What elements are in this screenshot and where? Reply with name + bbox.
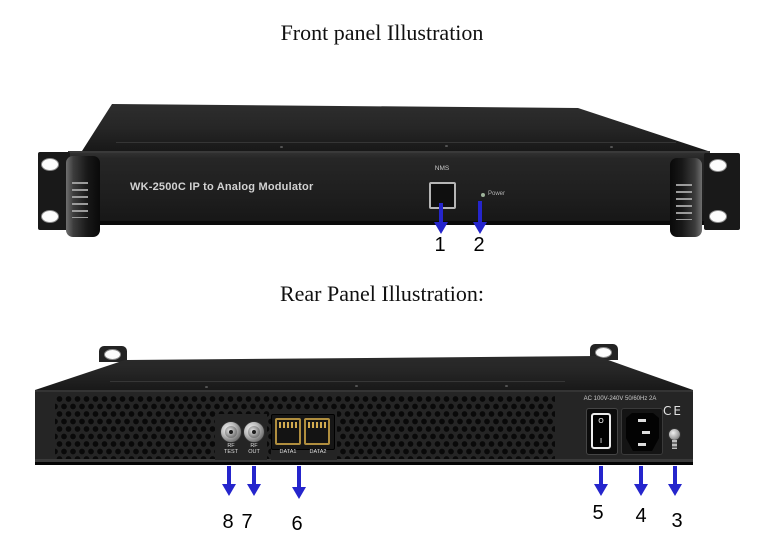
callout-arrow-4 xyxy=(639,466,643,485)
face-edge-shadow xyxy=(35,462,693,465)
handle-vent-slots xyxy=(676,184,692,220)
power-led xyxy=(481,193,485,197)
front-panel-illustration: WK-2500C IP to Analog Modulator NMS Powe… xyxy=(36,100,742,242)
power-rating-label: AC 100V-240V 50/60Hz 2A xyxy=(583,396,657,402)
front-right-rack-ear xyxy=(704,153,740,230)
switch-on-label: I xyxy=(599,437,603,445)
nms-port-label: NMS xyxy=(434,165,450,172)
callout-number-7: 7 xyxy=(241,511,253,533)
data-port-block xyxy=(271,414,335,450)
callout-number-2: 2 xyxy=(473,234,485,256)
lid-screw xyxy=(280,146,283,148)
rf-out-connector xyxy=(243,421,265,443)
lid-screw xyxy=(445,145,448,147)
rear-panel-face: RF TEST RF OUT DATA1 DATA2 AC 100V-240V … xyxy=(35,390,693,465)
bnc-pin xyxy=(229,430,233,434)
callout-arrow-7 xyxy=(252,466,256,485)
front-left-handle xyxy=(66,156,100,237)
callout-number-8: 8 xyxy=(222,511,234,533)
lid-screw xyxy=(610,146,613,148)
callout-arrowhead-6 xyxy=(292,487,306,499)
rf-test-label: RF TEST xyxy=(216,443,246,455)
callout-arrow-2 xyxy=(478,201,482,223)
callout-arrowhead-4 xyxy=(634,484,648,496)
rj45-pins xyxy=(279,422,297,428)
callout-number-3: 3 xyxy=(671,510,683,532)
rear-panel-lid xyxy=(35,356,693,390)
lid-screw xyxy=(205,386,208,388)
rf-test-label-line1: RF xyxy=(227,443,235,449)
callout-arrowhead-3 xyxy=(668,484,682,496)
bnc-pin xyxy=(252,430,256,434)
data1-label: DATA1 xyxy=(279,449,297,455)
brand-label: WK-2500C IP to Analog Modulator xyxy=(130,181,314,193)
rf-out-label-line2: OUT xyxy=(248,449,260,455)
rear-lid-seam xyxy=(110,381,565,382)
handle-vent-slots xyxy=(72,182,88,218)
callout-arrowhead-2 xyxy=(473,222,487,234)
screw-hole xyxy=(41,158,59,171)
front-section-title: Front panel Illustration xyxy=(280,20,484,45)
lid-screw xyxy=(355,385,358,387)
screw-hole xyxy=(595,347,612,358)
callout-number-5: 5 xyxy=(592,502,604,524)
rf-test-label-line2: TEST xyxy=(223,449,239,455)
callout-arrowhead-8 xyxy=(222,484,236,496)
callout-arrow-6 xyxy=(297,466,301,488)
inlet-pin xyxy=(638,443,646,446)
callout-number-4: 4 xyxy=(635,505,647,527)
ground-screw-stem xyxy=(672,440,677,449)
callout-arrowhead-1 xyxy=(434,222,448,234)
rf-test-connector xyxy=(220,421,242,443)
callout-arrow-3 xyxy=(673,466,677,485)
face-edge-highlight xyxy=(35,390,693,392)
rear-section-title: Rear Panel Illustration: xyxy=(279,281,485,306)
ground-screw xyxy=(668,428,681,450)
face-edge-highlight xyxy=(35,459,693,462)
front-left-rack-ear xyxy=(38,152,70,230)
lid-screw xyxy=(505,385,508,387)
callout-arrow-5 xyxy=(599,466,603,485)
rf-out-label-line1: RF xyxy=(250,443,258,449)
mount-tab-left xyxy=(99,346,127,362)
callout-arrowhead-7 xyxy=(247,484,261,496)
power-switch-rocker: O I xyxy=(591,413,611,449)
switch-off-label: O xyxy=(598,417,604,425)
screw-hole xyxy=(709,159,727,172)
callout-number-6: 6 xyxy=(291,513,303,535)
power-switch: O I xyxy=(586,408,618,455)
face-edge-shadow xyxy=(68,221,710,225)
inlet-pin xyxy=(642,431,650,434)
screw-hole xyxy=(104,349,121,360)
power-inlet xyxy=(621,408,663,455)
rf-out-label: RF OUT xyxy=(239,443,269,455)
front-lid-seam xyxy=(116,142,676,143)
data2-label: DATA2 xyxy=(309,449,327,455)
front-panel-lid xyxy=(82,104,708,151)
callout-arrow-1 xyxy=(439,203,443,223)
callout-arrowhead-5 xyxy=(594,484,608,496)
rj45-pins xyxy=(308,422,326,428)
data1-port xyxy=(275,418,301,445)
callout-number-1: 1 xyxy=(434,234,446,256)
screw-hole xyxy=(41,210,59,223)
front-right-handle xyxy=(670,158,702,237)
ce-mark: CE xyxy=(663,404,683,418)
power-led-label: Power xyxy=(488,191,506,197)
inlet-pin xyxy=(638,419,646,422)
face-edge-highlight xyxy=(68,151,710,153)
front-panel-face: WK-2500C IP to Analog Modulator NMS Powe… xyxy=(68,151,710,225)
rear-panel-illustration: RF TEST RF OUT DATA1 DATA2 AC 100V-240V … xyxy=(35,344,693,469)
callout-arrow-8 xyxy=(227,466,231,485)
screw-hole xyxy=(709,210,727,223)
data2-port xyxy=(304,418,330,445)
